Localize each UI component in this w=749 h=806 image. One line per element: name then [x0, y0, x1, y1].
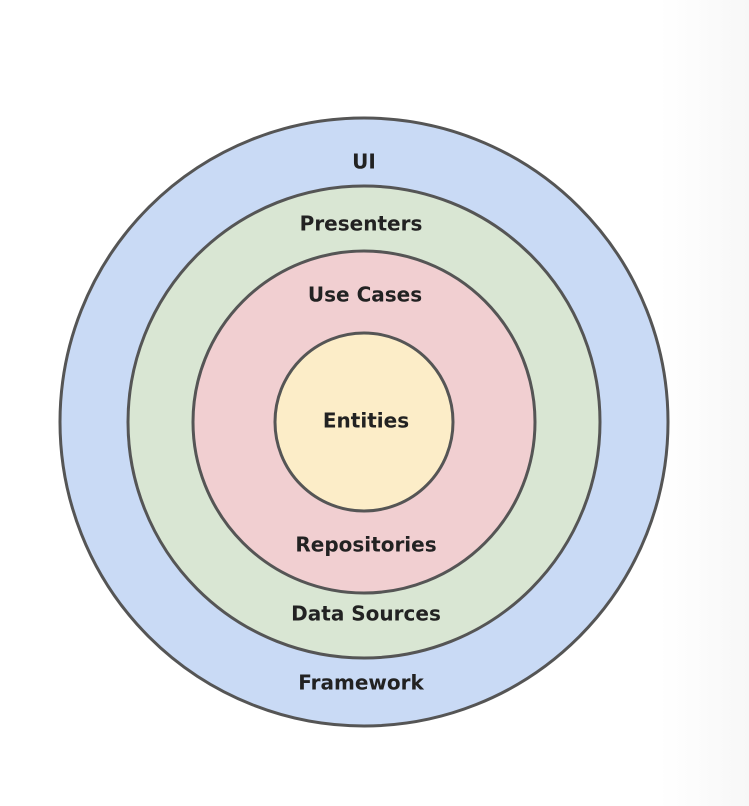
ring-entities	[273, 331, 455, 513]
label-entities: Entities	[323, 409, 409, 433]
label-repositories: Repositories	[295, 533, 436, 557]
label-data-sources: Data Sources	[291, 602, 441, 626]
label-presenters: Presenters	[300, 212, 423, 236]
label-framework: Framework	[298, 671, 424, 695]
label-ui: UI	[352, 150, 376, 174]
label-use-cases: Use Cases	[308, 283, 422, 307]
